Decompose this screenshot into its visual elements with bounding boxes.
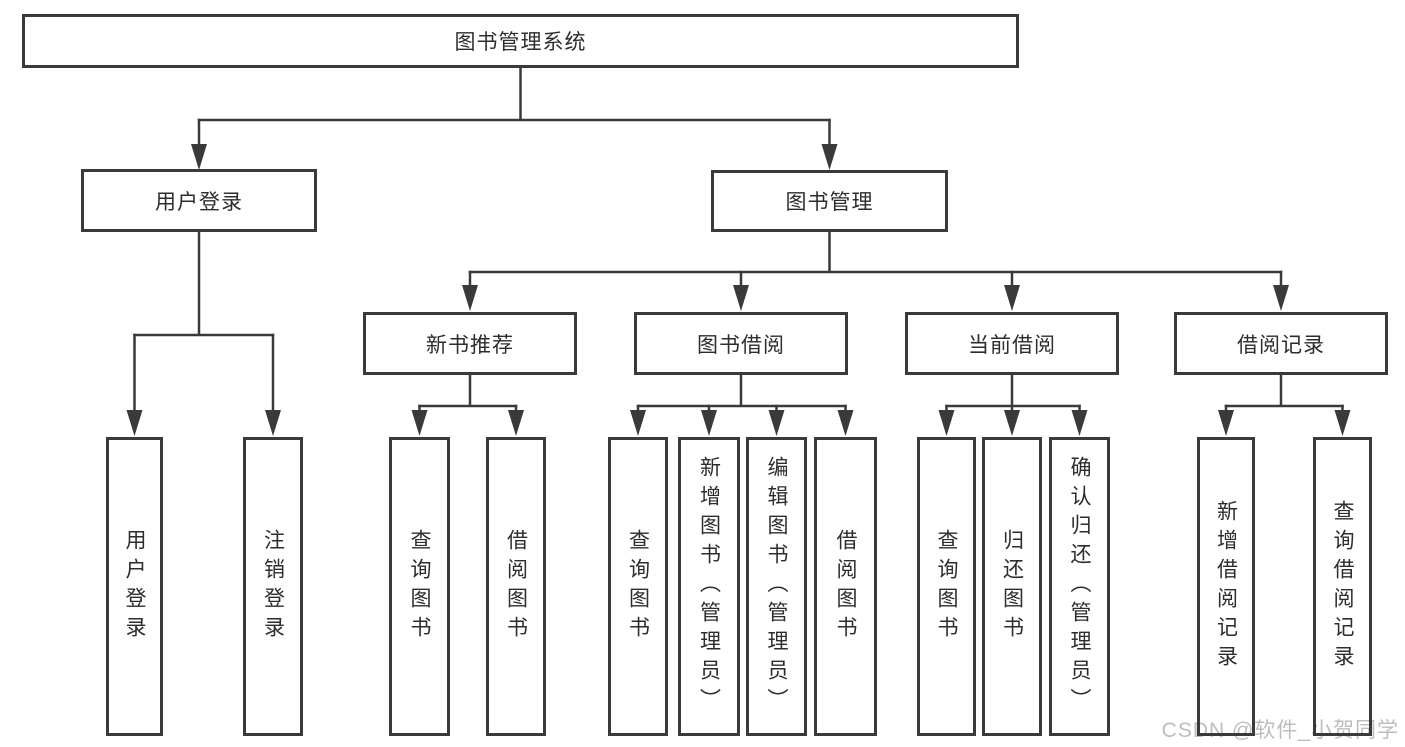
leaf-borrow-books-recommend: 借阅图书 xyxy=(486,437,546,736)
node-label: 当前借阅 xyxy=(968,333,1056,357)
node-root: 图书管理系统 xyxy=(22,14,1019,68)
node-label: 查询借阅记录 xyxy=(1331,499,1354,674)
node-label: 图书管理 xyxy=(785,191,874,214)
node-label: 借阅图书 xyxy=(504,528,528,645)
node-label: 借阅记录 xyxy=(1237,333,1325,357)
node-label: 编辑图书（管理员） xyxy=(765,456,788,717)
connector-user-login xyxy=(126,230,281,436)
leaf-user-login: 用户登录 xyxy=(106,437,163,736)
node-label: 新增图书（管理员） xyxy=(697,456,721,717)
node-label: 查询图书 xyxy=(935,528,958,645)
node-label: 确认归还（管理员） xyxy=(1068,456,1091,717)
node-label: 查询图书 xyxy=(408,528,431,645)
node-borrow-records: 借阅记录 xyxy=(1174,312,1388,375)
leaf-add-borrow-record: 新增借阅记录 xyxy=(1197,437,1255,736)
connector-current-borrow xyxy=(938,373,1088,436)
connector-new-book-recommend xyxy=(411,373,524,436)
leaf-query-borrow-record: 查询借阅记录 xyxy=(1313,437,1372,736)
node-label: 用户登录 xyxy=(155,190,243,214)
node-label: 注销登录 xyxy=(261,528,285,645)
node-label: 查询图书 xyxy=(626,528,650,645)
node-new-book-recommend: 新书推荐 xyxy=(363,312,577,375)
leaf-logout: 注销登录 xyxy=(243,437,303,736)
leaf-add-book-admin: 新增图书（管理员） xyxy=(678,437,740,736)
node-label: 归还图书 xyxy=(1000,528,1024,645)
node-book-borrow: 图书借阅 xyxy=(634,312,848,375)
leaf-borrow-books: 借阅图书 xyxy=(814,437,877,736)
node-label: 图书借阅 xyxy=(697,333,785,357)
node-book-management: 图书管理 xyxy=(711,170,948,232)
connector-root xyxy=(191,66,838,170)
node-label: 新书推荐 xyxy=(426,333,514,357)
connector-borrow-records xyxy=(1218,373,1351,436)
leaf-query-books-current: 查询图书 xyxy=(917,437,976,736)
node-current-borrow: 当前借阅 xyxy=(905,312,1119,375)
leaf-return-book: 归还图书 xyxy=(982,437,1042,736)
node-label: 图书管理系统 xyxy=(454,31,587,54)
leaf-query-books-recommend: 查询图书 xyxy=(389,437,450,736)
node-user-login: 用户登录 xyxy=(81,169,317,232)
connector-book-management xyxy=(462,230,1289,311)
node-label: 借阅图书 xyxy=(834,528,857,645)
leaf-query-books-borrow: 查询图书 xyxy=(608,437,668,736)
leaf-edit-book-admin: 编辑图书（管理员） xyxy=(746,437,807,736)
node-label: 用户登录 xyxy=(123,528,146,645)
csdn-watermark: CSDN @软件_小贺同学 xyxy=(1161,719,1399,742)
leaf-confirm-return-admin: 确认归还（管理员） xyxy=(1049,437,1110,736)
node-label: 新增借阅记录 xyxy=(1214,499,1238,674)
connector-book-borrow xyxy=(630,373,854,436)
